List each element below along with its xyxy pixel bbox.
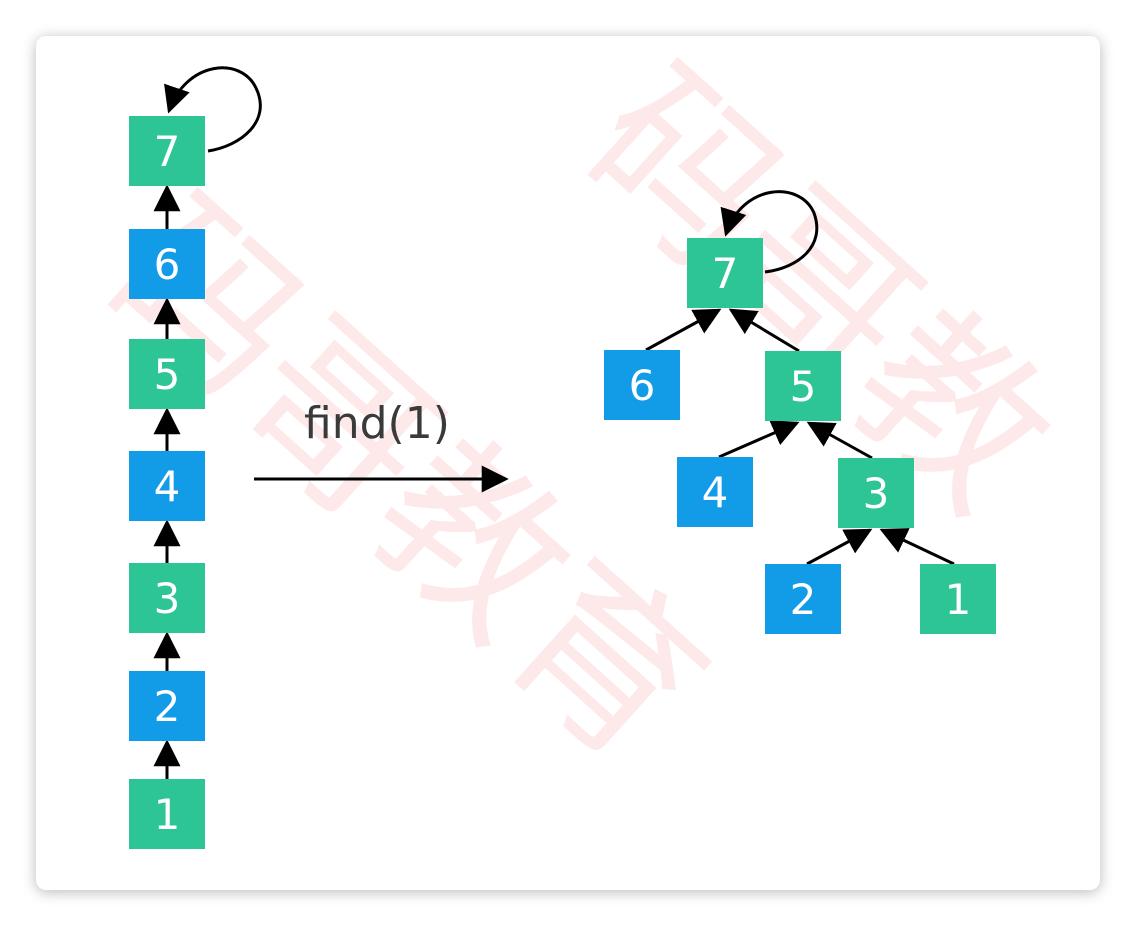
before-node-3: 3 (129, 563, 205, 633)
before-node-2-label: 2 (154, 682, 181, 731)
before-node-6-box (129, 229, 205, 299)
before-node-1-box (129, 779, 205, 849)
before-self-loop-arrow (164, 66, 262, 153)
after-edge-6-to-7 (645, 308, 722, 352)
before-node-3-label: 3 (154, 574, 181, 623)
before-node-7: 7 (129, 116, 205, 186)
operation-label: find(1) (304, 398, 450, 449)
after-node-5-label: 5 (790, 362, 817, 411)
before-node-4-box (129, 451, 205, 521)
before-node-4: 4 (129, 451, 205, 521)
before-node-6: 6 (129, 229, 205, 299)
after-node-3-label: 3 (863, 469, 890, 518)
watermark-text-upper: 码哥教 (547, 36, 1088, 549)
before-node-5: 5 (129, 339, 205, 409)
after-node-5: 5 (765, 351, 841, 421)
after-node-2: 2 (765, 564, 841, 634)
after-edge-2-to-3 (806, 528, 873, 566)
after-self-loop-arrow (720, 190, 819, 274)
after-node-3: 3 (838, 458, 914, 528)
before-node-5-box (129, 339, 205, 409)
union-find-diagram: 码哥教 码哥教育 7 6 5 4 3 2 1 find(1) 7 6 5 4 3 2 1 (67, 36, 1088, 849)
before-node-7-box (129, 116, 205, 186)
after-node-5-box (765, 351, 841, 421)
after-node-1-label: 1 (945, 575, 972, 624)
before-node-6-label: 6 (154, 240, 181, 289)
after-edges (645, 308, 955, 566)
after-node-6-label: 6 (629, 361, 656, 410)
before-node-1-label: 1 (154, 790, 181, 839)
before-node-1: 1 (129, 779, 205, 849)
before-node-4-label: 4 (154, 462, 181, 511)
after-nodes: 7 6 5 4 3 2 1 (604, 238, 996, 634)
after-node-3-box (838, 458, 914, 528)
after-edge-3-to-5 (806, 421, 873, 460)
after-node-2-label: 2 (790, 575, 817, 624)
after-node-2-box (765, 564, 841, 634)
before-nodes: 7 6 5 4 3 2 1 (129, 116, 205, 849)
before-node-2: 2 (129, 671, 205, 741)
after-node-4: 4 (677, 457, 753, 527)
before-node-3-box (129, 563, 205, 633)
after-edge-4-to-5 (718, 420, 800, 459)
after-node-7: 7 (687, 238, 763, 308)
after-node-7-box (687, 238, 763, 308)
after-node-4-label: 4 (702, 468, 729, 517)
diagram-card: 码哥教 码哥教育 7 6 5 4 3 2 1 find(1) 7 6 5 4 3 2 1 (36, 36, 1100, 890)
after-edge-5-to-7 (728, 308, 800, 353)
before-node-7-label: 7 (154, 127, 181, 176)
before-node-5-label: 5 (154, 350, 181, 399)
before-node-2-box (129, 671, 205, 741)
after-node-6-box (604, 350, 680, 420)
watermark: 码哥教 码哥教育 (67, 36, 1088, 800)
after-node-7-label: 7 (712, 249, 739, 298)
after-node-1-box (920, 564, 996, 634)
after-node-1: 1 (920, 564, 996, 634)
after-node-6: 6 (604, 350, 680, 420)
after-node-4-box (677, 457, 753, 527)
after-edge-1-to-3 (879, 528, 955, 566)
